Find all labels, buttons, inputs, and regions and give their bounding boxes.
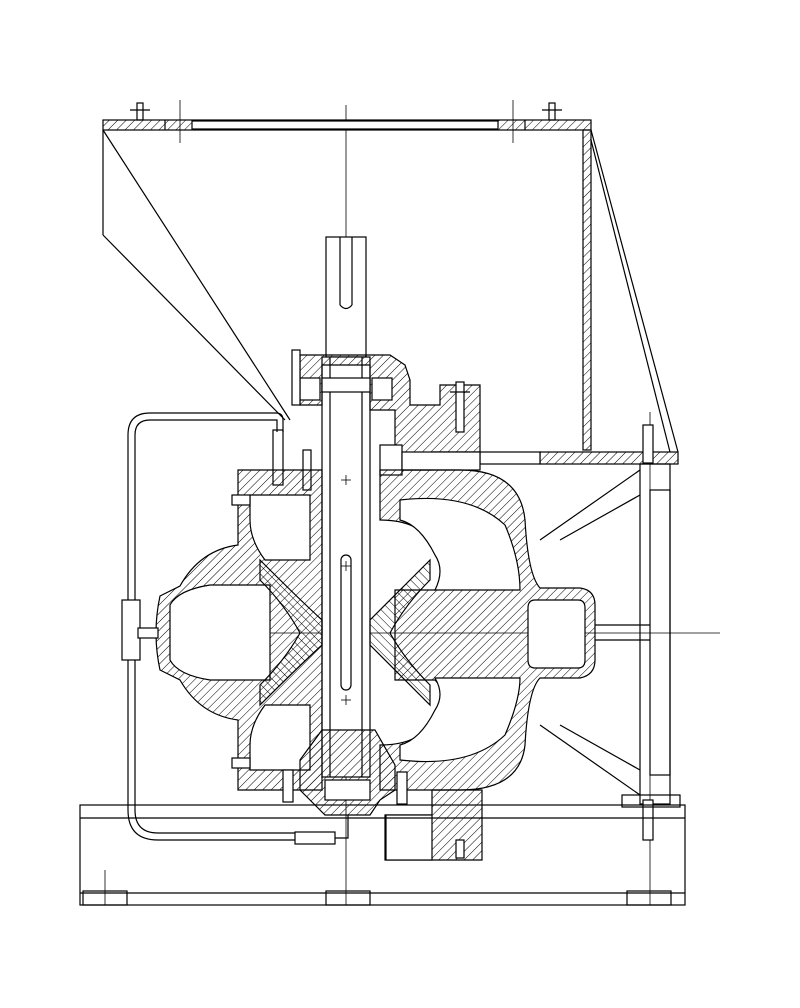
volute-casing-right [379,424,671,841]
volute-casing-left [155,469,431,791]
base-frame [79,794,686,906]
lower-bearing-housing [282,729,483,861]
lube-pipe [121,412,349,845]
shaft [321,236,371,790]
motor-bracket [102,102,679,465]
upper-bearing-housing [272,349,481,491]
